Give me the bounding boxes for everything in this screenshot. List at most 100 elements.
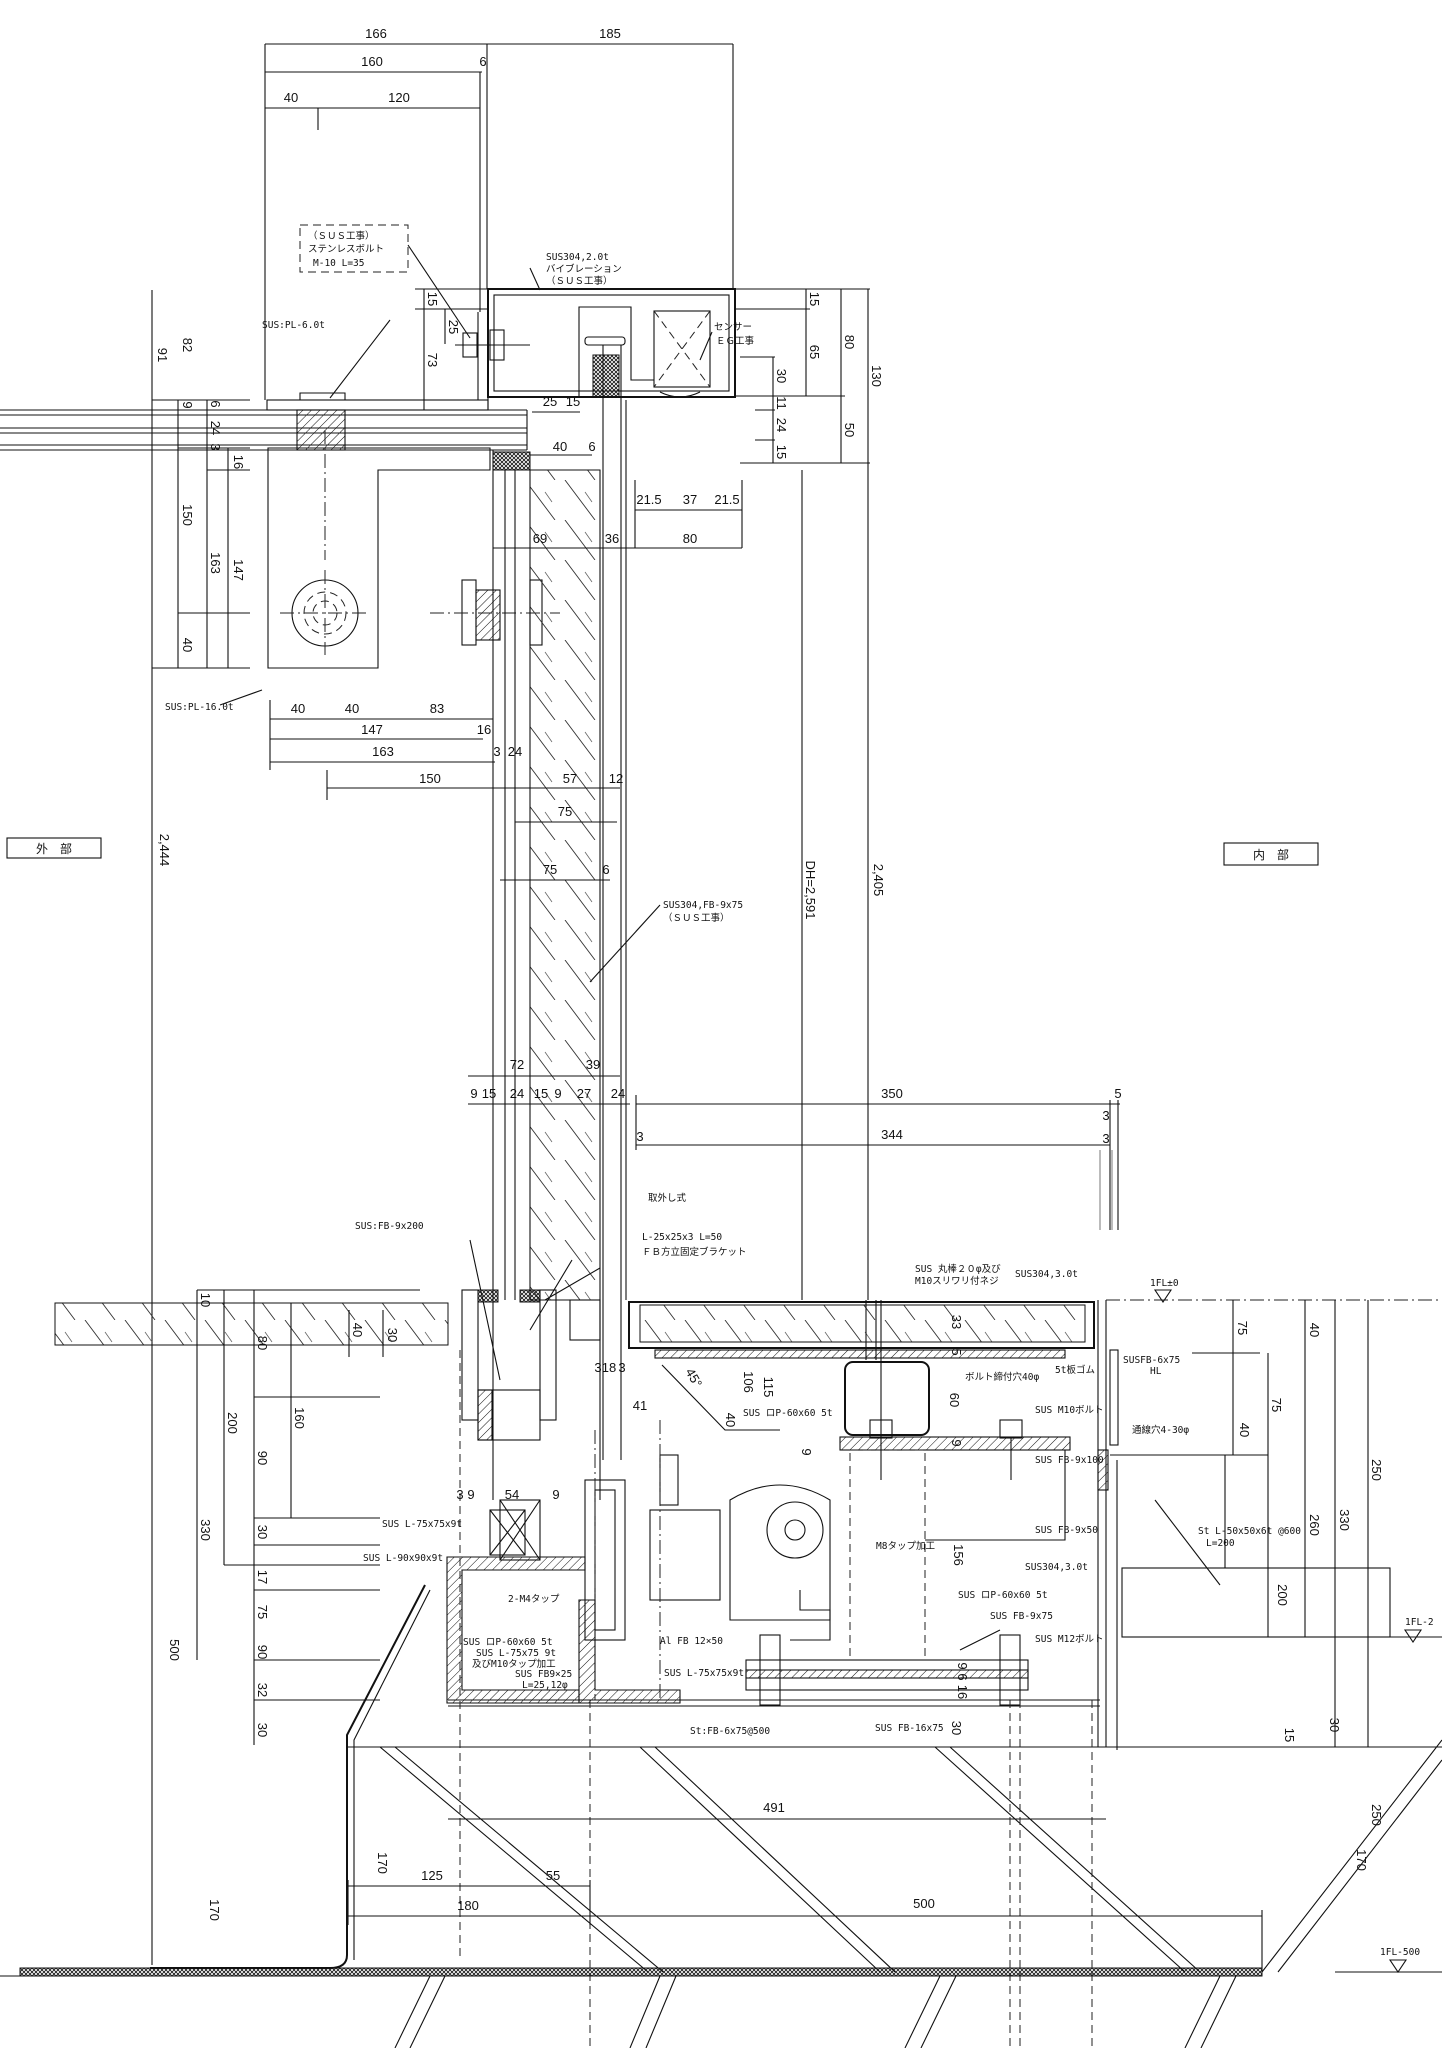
dim-label: 3 <box>636 1129 643 1144</box>
note-bracket: ＦＢ方立固定ブラケット <box>642 1246 747 1258</box>
note-fb925: L=25,12φ <box>522 1680 568 1691</box>
dim-label: 9 <box>799 1448 814 1455</box>
note-l75: SUS L-75x75x9t <box>664 1668 744 1679</box>
dim-label: 75 <box>1235 1321 1250 1335</box>
dim-label: 10 <box>198 1293 213 1307</box>
dim-label: 9 <box>955 1662 970 1669</box>
dim-label: 30 <box>774 369 789 383</box>
dim-label: 3 <box>1102 1131 1109 1146</box>
dim-label: 73 <box>425 353 440 367</box>
note-rubber: 5t板ゴム <box>1055 1364 1095 1376</box>
dim-label: 6 <box>602 862 609 877</box>
dim-label: 69 <box>533 531 547 546</box>
dim-label: 24 <box>510 1086 524 1101</box>
level-1fl-0: 1FL±0 <box>1150 1278 1179 1289</box>
vibration-pipe-box <box>487 267 736 398</box>
note-m8-tap: M8タップ加工 <box>876 1541 935 1552</box>
note-pipe60: SUS ロP-60x60 5t <box>463 1637 553 1648</box>
dim-label: 40 <box>723 1413 738 1427</box>
pit-structure <box>0 1300 1442 2048</box>
dim-label: 15 <box>1282 1728 1297 1742</box>
note-susfb675: HL <box>1150 1366 1162 1377</box>
note-m10-bolt: SUS M10ボルト <box>1035 1405 1104 1416</box>
dim-label: 170 <box>375 1852 390 1874</box>
dim-label: 60 <box>947 1393 962 1407</box>
dim-label: 30 <box>255 1723 270 1737</box>
note-st-l50: L=200 <box>1206 1538 1235 1549</box>
dim-label: 9 <box>467 1487 474 1502</box>
note-fb9200: SUS:FB-9x200 <box>355 1221 424 1232</box>
dim-label: 500 <box>167 1639 182 1661</box>
note-st-l50: St L-50x50x6t @600 <box>1198 1526 1301 1537</box>
sensor-box <box>653 310 713 398</box>
dim-label: 9 <box>470 1086 477 1101</box>
note-l75: SUS L-75x75x9t <box>382 1519 462 1530</box>
door-closer-unit <box>584 1420 831 1700</box>
dim-label: 80 <box>255 1336 270 1350</box>
dim-label-angle: 45° <box>682 1365 705 1390</box>
floor-slab-exterior <box>54 1289 449 1745</box>
note-pl16: SUS:PL-16.0t <box>165 702 234 713</box>
dim-label: 80 <box>842 335 857 349</box>
note-bracket: L-25x25x3 L=50 <box>642 1232 722 1243</box>
square-pipe-60 <box>839 1300 1071 1661</box>
base-angles <box>446 1509 681 1704</box>
exterior-label: 外 部 <box>6 837 102 859</box>
dim-label: 350 <box>881 1086 903 1101</box>
dim-label: 15 <box>482 1086 496 1101</box>
dim-label-door-height: DH=2,591 <box>803 861 818 920</box>
dim-label: 5 <box>949 1348 964 1355</box>
dim-label: 75 <box>558 804 572 819</box>
note-pipe60: SUS ロP-60x60 5t <box>958 1590 1048 1601</box>
dim-label: 15 <box>807 292 822 306</box>
dim-label: 24 <box>611 1086 625 1101</box>
dim-label: 344 <box>881 1127 903 1142</box>
note-pipe-box: SUS304,2.0t <box>546 252 609 263</box>
pivot-plate-pl16 <box>219 430 491 706</box>
dim-label: 15 <box>566 394 580 409</box>
dim-label: 72 <box>510 1057 524 1072</box>
dim-label: 80 <box>683 531 697 546</box>
dim-label: 166 <box>365 26 387 41</box>
dim-label: 11 <box>774 396 789 410</box>
dim-label: 115 <box>761 1377 776 1398</box>
dim-label: 30 <box>1327 1718 1342 1732</box>
dim-label: 82 <box>180 338 195 352</box>
dim-label: 5 <box>1114 1086 1121 1101</box>
note-sus304-3t: SUS304,3.0t <box>1015 1269 1078 1280</box>
dim-label: 120 <box>388 90 410 105</box>
dim-label: 30 <box>255 1525 270 1539</box>
dim-label: 200 <box>1275 1584 1290 1606</box>
dim-label: 24 <box>508 744 522 759</box>
note-fb975: （ＳＵＳ工事） <box>663 912 730 924</box>
dim-label: 17 <box>255 1570 270 1584</box>
dim-label: 260 <box>1307 1514 1322 1536</box>
dim-label: 6 <box>479 54 486 69</box>
note-l90: SUS L-90x90x9t <box>363 1553 443 1564</box>
dim-label: 90 <box>255 1451 270 1465</box>
dim-label: 3 <box>208 443 223 450</box>
dim-label: 40 <box>553 439 567 454</box>
note-sensor: ＥＧ工事 <box>716 335 755 347</box>
interior-text: 内 部 <box>1253 847 1289 862</box>
dim-label-overall-height: 2,444 <box>157 834 172 867</box>
annotations: （ＳＵＳ工事） ステンレスボルト M-10 L=35 SUS304,2.0t バ… <box>165 230 1301 1737</box>
head-bolt <box>455 329 530 361</box>
note-pipe-box: （ＳＵＳ工事） <box>546 275 613 287</box>
dim-label: 3 <box>1102 1108 1109 1123</box>
dim-label: 250 <box>1369 1459 1384 1481</box>
dim-label: 21.5 <box>714 492 739 507</box>
dim-label: 9 <box>949 1439 964 1446</box>
dim-label: 163 <box>208 552 223 574</box>
note-fb975: SUS FB-9x75 <box>990 1611 1053 1622</box>
dim-label: 500 <box>913 1896 935 1911</box>
note-l75-m10: SUS L-75x75 9t <box>476 1648 556 1659</box>
dim-label: 15 <box>774 445 789 459</box>
note-bolt-box: （ＳＵＳ工事） <box>308 230 375 242</box>
note-removable: 取外し式 <box>648 1192 687 1204</box>
note-fb1675: SUS FB-16x75 <box>875 1723 944 1734</box>
note-sus304-3t: SUS304,3.0t <box>1025 1562 1088 1573</box>
dim-label: 250 <box>1369 1804 1384 1826</box>
exterior-text: 外 部 <box>36 841 72 856</box>
note-round-bar: SUS 丸棒２０φ及び <box>915 1263 1001 1275</box>
